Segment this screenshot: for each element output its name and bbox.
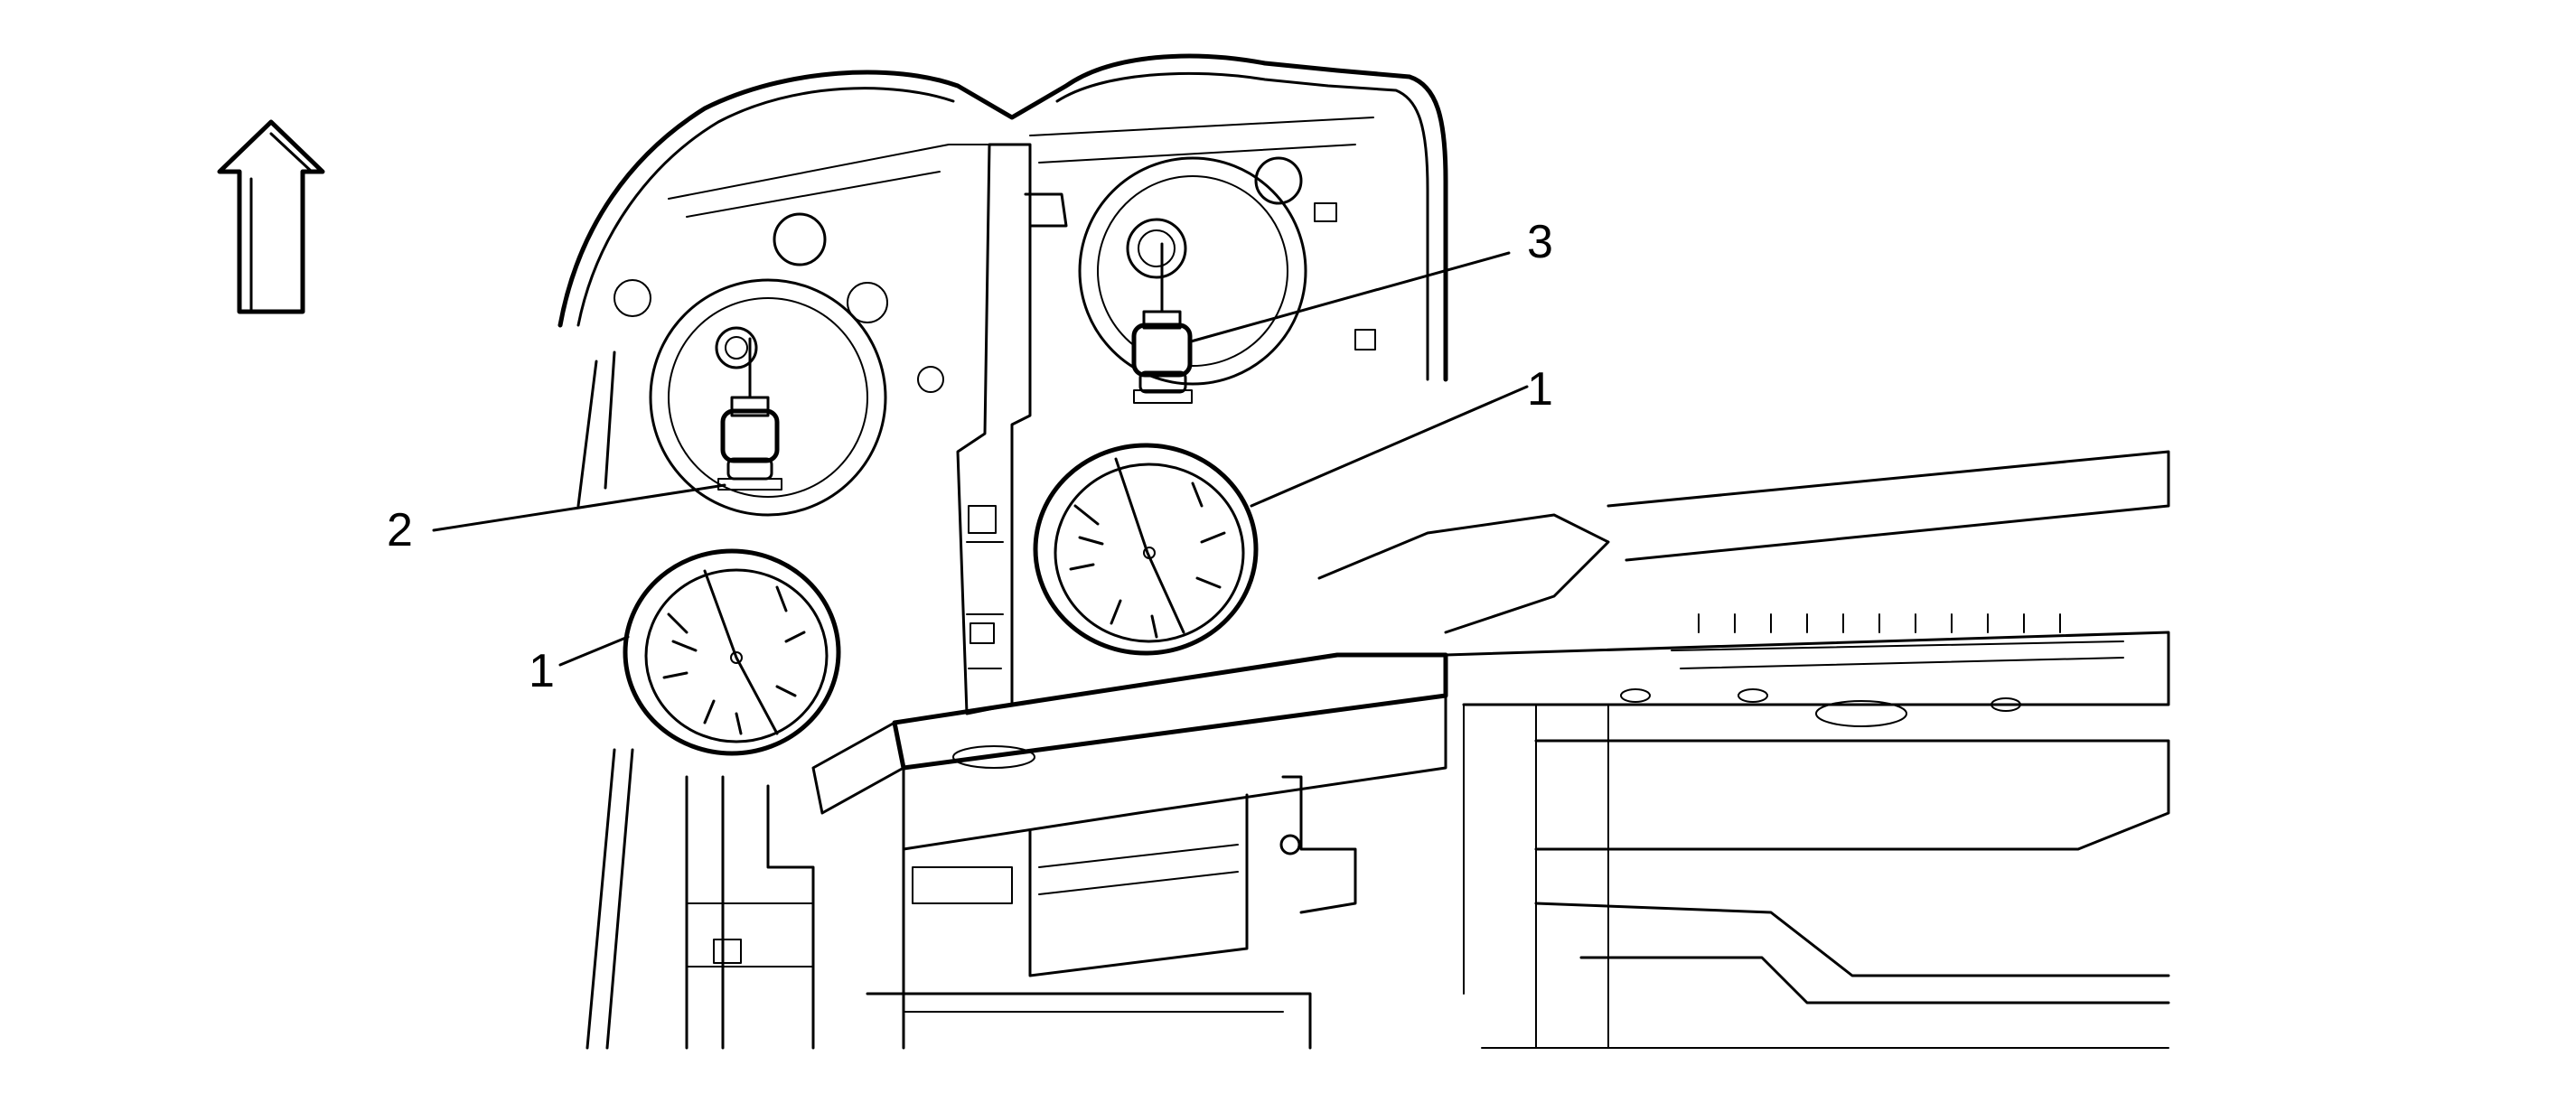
center-bracket [956, 143, 1068, 715]
headlamp-housing [557, 53, 1448, 508]
radiator-support [811, 450, 2170, 1049]
leader-3 [1189, 251, 1511, 343]
up-arrow-icon [217, 119, 325, 314]
left-reflector [614, 212, 944, 517]
callout-labels: 1 1 2 3 [387, 216, 1553, 697]
leader-2 [432, 483, 726, 532]
callout-1-left: 1 [529, 645, 555, 697]
bulb-socket-2 [717, 337, 782, 491]
callout-2: 2 [387, 504, 413, 556]
dust-cap-left [623, 548, 841, 756]
right-reflector [1078, 156, 1376, 386]
leader-1-left [558, 635, 630, 667]
bulb-socket-3 [1131, 242, 1193, 404]
leader-1-right [1250, 385, 1529, 508]
dust-cap-right [1033, 443, 1259, 656]
callout-1-right: 1 [1527, 363, 1553, 416]
lower-fascia [585, 748, 1357, 1050]
callout-3: 3 [1527, 216, 1553, 268]
leader-lines [432, 251, 1529, 667]
